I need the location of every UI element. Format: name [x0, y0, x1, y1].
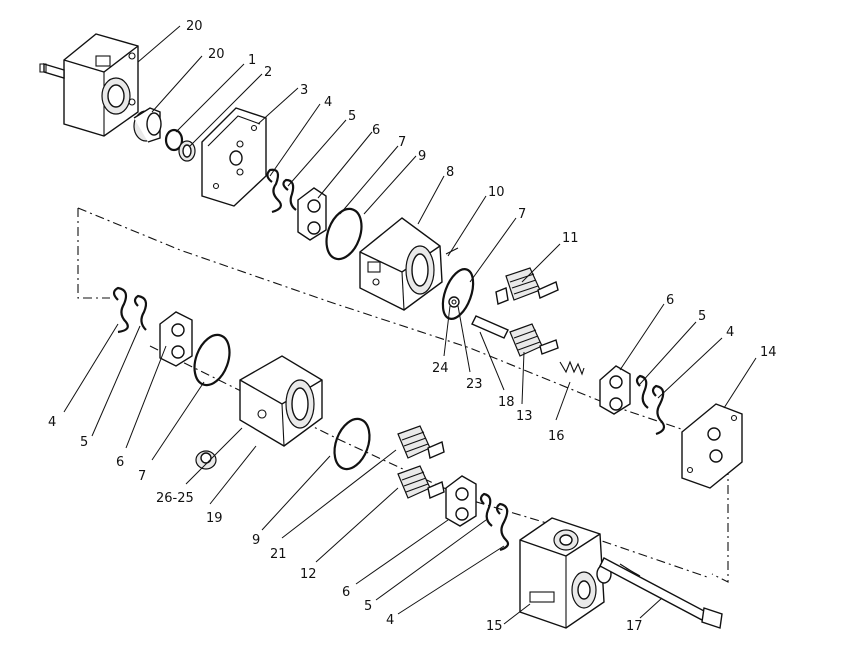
callout-7b: 7: [518, 207, 526, 222]
callout-1: 1: [248, 53, 256, 68]
check-valve: [448, 296, 460, 308]
wear-plate-right: [599, 365, 631, 415]
callout-9a: 9: [418, 149, 426, 164]
seal-left-4: [112, 286, 129, 334]
callout-17: 17: [626, 619, 643, 634]
wear-plate-left: [159, 311, 193, 367]
snap-ring: [164, 128, 184, 152]
plug-fitting: [195, 450, 217, 470]
callout-5a: 5: [348, 109, 356, 124]
callout-6d: 6: [342, 585, 350, 600]
callout-4c: 4: [48, 415, 56, 430]
end-plate: [681, 403, 743, 489]
spring: [559, 360, 585, 376]
adapter-plate: [201, 107, 267, 207]
callout-2: 2: [264, 65, 272, 80]
callout-11: 11: [562, 231, 579, 246]
seal-left-5: [133, 294, 148, 331]
wear-plate-lower: [445, 475, 477, 527]
shaft-seal: [178, 140, 196, 162]
callout-15: 15: [486, 619, 503, 634]
callout-23: 23: [466, 377, 483, 392]
callout-7c: 7: [138, 469, 146, 484]
callout-6b: 6: [666, 293, 674, 308]
front-housing: [39, 33, 139, 137]
o-ring-upper: [325, 207, 363, 261]
callout-4b: 4: [726, 325, 734, 340]
gear-middle: [509, 323, 559, 357]
drive-shaft: [471, 315, 509, 339]
seal-upper-4: [266, 168, 282, 214]
callout-8: 8: [446, 165, 454, 180]
callout-4a: 4: [324, 95, 332, 110]
seal-lower-5: [479, 492, 493, 527]
through-bolt: [599, 557, 723, 629]
rear-cover: [519, 517, 612, 629]
callout-labels: 20 20 1 2 3 4 5 6 7 9 8 10 7 11 6 5 4 14…: [48, 19, 777, 634]
callout-13: 13: [516, 409, 533, 424]
callout-9b: 9: [252, 533, 260, 548]
callout-7a: 7: [398, 135, 406, 150]
callout-24: 24: [432, 361, 449, 376]
callout-21: 21: [270, 547, 287, 562]
o-ring-second: [441, 268, 475, 320]
callout-14: 14: [760, 345, 777, 360]
seal-upper-5: [282, 178, 297, 211]
callout-3: 3: [300, 83, 308, 98]
seal-right-5: [635, 374, 649, 409]
leader-lines: [63, 25, 757, 625]
callout-5d: 5: [364, 599, 372, 614]
gear-upper: [495, 267, 559, 305]
gear-lower-bottom: [397, 465, 445, 499]
callout-4d: 4: [386, 613, 394, 628]
callout-19: 19: [206, 511, 223, 526]
wear-plate-upper: [297, 187, 327, 241]
callout-26-25: 26-25: [156, 491, 194, 506]
gear-housing-upper: [359, 217, 443, 311]
callout-5c: 5: [80, 435, 88, 450]
gear-housing-lower: [239, 355, 323, 447]
callout-18: 18: [498, 395, 515, 410]
callout-10: 10: [488, 185, 505, 200]
seal-right-4: [651, 384, 666, 436]
o-ring-left: [193, 333, 231, 387]
seal-lower-4: [495, 502, 510, 552]
callout-5b: 5: [698, 309, 706, 324]
dowel-pin: [445, 247, 459, 255]
callout-20b: 20: [208, 47, 225, 62]
needle-bearing: [133, 107, 162, 143]
gear-lower-top: [397, 425, 445, 459]
o-ring-lower: [333, 417, 371, 471]
callout-16: 16: [548, 429, 565, 444]
callout-20a: 20: [186, 19, 203, 34]
callout-6a: 6: [372, 123, 380, 138]
callout-6c: 6: [116, 455, 124, 470]
callout-12: 12: [300, 567, 317, 582]
